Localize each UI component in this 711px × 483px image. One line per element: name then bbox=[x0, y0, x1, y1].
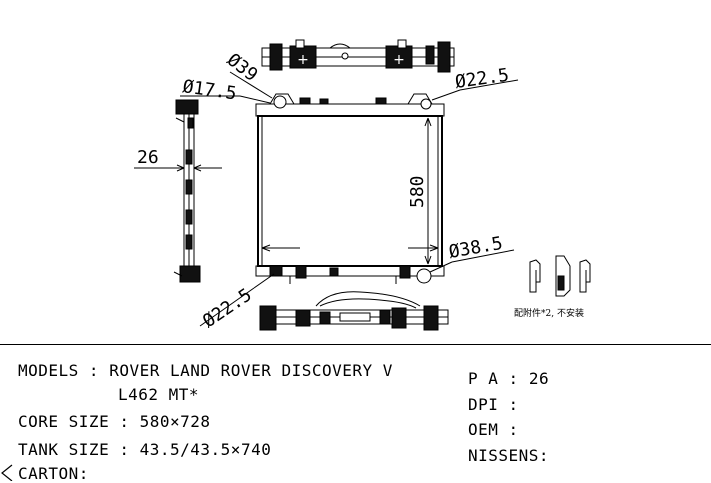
radiator-front-view bbox=[255, 93, 445, 284]
dim-d22-5-top: Ø22.5 bbox=[454, 65, 511, 93]
pa-row: P A : 26 bbox=[468, 369, 549, 388]
models-value: ROVER LAND ROVER DISCOVERY V bbox=[109, 361, 393, 380]
top-tank-view: + + bbox=[261, 39, 455, 73]
models-row-continued: L462 MT* bbox=[118, 385, 199, 404]
core-size-value: 580×728 bbox=[139, 412, 211, 431]
side-view bbox=[173, 99, 201, 283]
dim-d22-5-bottom: Ø22.5 bbox=[199, 284, 256, 332]
dpi-row: DPI : bbox=[468, 395, 529, 414]
nissens-row: NISSENS: bbox=[468, 446, 559, 465]
models-label: MODELS : bbox=[18, 361, 100, 380]
core-size-row: CORE SIZE : 580×728 bbox=[18, 412, 211, 431]
pa-value: 26 bbox=[528, 369, 550, 388]
pa-label: P A : bbox=[468, 369, 519, 388]
models-row: MODELS : ROVER LAND ROVER DISCOVERY V bbox=[18, 361, 393, 380]
nissens-label: NISSENS: bbox=[468, 446, 550, 465]
specification-panel: MODELS : ROVER LAND ROVER DISCOVERY V L4… bbox=[0, 344, 711, 483]
bottom-tank-view bbox=[259, 291, 449, 331]
models-value-line2: L462 MT* bbox=[118, 385, 200, 404]
accessory-note: 配附件*2, 不安装 bbox=[514, 307, 584, 319]
tank-size-value: 43.5/43.5×740 bbox=[139, 440, 272, 459]
tank-size-row: TANK SIZE : 43.5/43.5×740 bbox=[18, 440, 271, 459]
radiator-technical-drawing: + + 26 bbox=[134, 39, 591, 332]
carton-label: CARTON: bbox=[18, 464, 89, 483]
dim-d39: Ø39 bbox=[223, 49, 262, 86]
accessory-brackets bbox=[529, 255, 591, 297]
dim-26: 26 bbox=[137, 147, 159, 168]
oem-label: OEM : bbox=[468, 420, 519, 439]
corner-mark-icon bbox=[1, 464, 13, 481]
svg-text:+: + bbox=[297, 52, 309, 68]
core-size-label: CORE SIZE : bbox=[18, 412, 130, 431]
carton-row: CARTON: bbox=[18, 464, 89, 483]
dpi-label: DPI : bbox=[468, 395, 519, 414]
dim-580: 580 bbox=[407, 175, 428, 208]
svg-text:+: + bbox=[393, 52, 405, 68]
tank-size-label: TANK SIZE : bbox=[18, 440, 130, 459]
dim-d38-5: Ø38.5 bbox=[447, 233, 504, 263]
oem-row: OEM : bbox=[468, 420, 529, 439]
